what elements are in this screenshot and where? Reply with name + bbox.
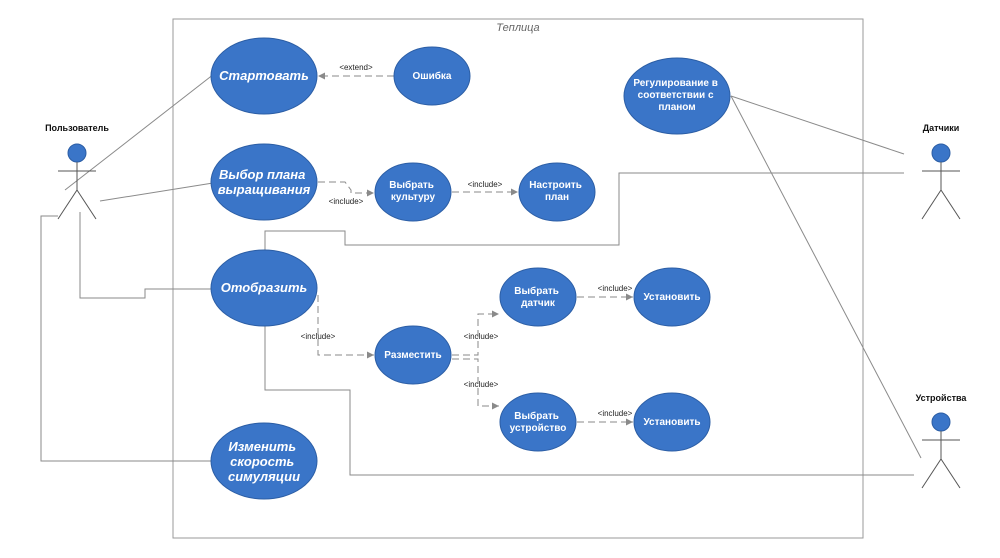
assoc-display-devices xyxy=(264,326,914,476)
assoc-user-choose-plan xyxy=(99,182,214,202)
label-include-display-place: <include> xyxy=(301,332,336,341)
use-case-choose-crop-label: Выбрать культуру xyxy=(389,179,436,203)
system-title: Теплица xyxy=(496,22,539,34)
use-case-start[interactable]: Стартовать xyxy=(210,37,318,115)
include-plan-crop xyxy=(318,181,374,197)
label-include-sensor-install: <include> xyxy=(598,284,633,293)
actor-sensors-label: Датчики xyxy=(923,123,960,133)
actor-user-label: Пользователь xyxy=(45,123,109,133)
use-case-choose-sensor[interactable]: Выбрать датчик xyxy=(499,267,577,327)
actor-sensors-head xyxy=(931,143,951,163)
assoc-user-change-speed xyxy=(40,215,211,462)
assoc-sensors-regulation xyxy=(730,95,905,155)
use-case-place-label: Разместить xyxy=(384,350,441,361)
use-case-choose-device[interactable]: Выбрать устройство xyxy=(499,392,577,452)
use-case-change-speed-label: Изменить скорость симуляции xyxy=(228,439,300,484)
actor-user-head xyxy=(67,143,87,163)
actor-devices[interactable]: Устройства xyxy=(916,393,968,489)
use-case-change-speed[interactable]: Изменить скорость симуляции xyxy=(210,422,318,500)
use-case-choose-plan-label: Выбор плана выращивания xyxy=(218,167,311,197)
use-case-install-device[interactable]: Установить xyxy=(633,392,711,452)
use-case-display[interactable]: Отобразить xyxy=(210,249,318,327)
system-boundary xyxy=(172,18,864,539)
use-case-configure-plan-label: Настроить план xyxy=(529,180,584,203)
use-case-install-device-label: Установить xyxy=(643,417,700,428)
include-display-place xyxy=(317,295,374,359)
use-case-start-label: Стартовать xyxy=(219,68,309,83)
actor-sensors[interactable]: Датчики xyxy=(921,123,961,220)
association-lines xyxy=(40,73,922,476)
actor-user[interactable]: Пользователь xyxy=(45,123,109,220)
assoc-devices-regulation xyxy=(730,95,922,459)
use-case-install-sensor[interactable]: Установить xyxy=(633,267,711,327)
relation-labels: <extend> <include> <include> <include> <… xyxy=(301,63,633,418)
label-include-device-install: <include> xyxy=(598,409,633,418)
use-case-regulation[interactable]: Регулирование в соответствии с планом xyxy=(623,57,731,135)
use-case-error[interactable]: Ошибка xyxy=(393,46,471,106)
label-extend: <extend> xyxy=(339,63,373,72)
use-case-choose-device-label: Выбрать устройство xyxy=(510,410,567,434)
assoc-user-display xyxy=(79,212,211,299)
actor-devices-label: Устройства xyxy=(916,393,968,403)
include-place-device xyxy=(452,358,499,410)
use-case-error-label: Ошибка xyxy=(412,70,451,82)
dependency-lines xyxy=(317,72,633,426)
label-include-place-device: <include> xyxy=(464,380,499,389)
actor-devices-head xyxy=(931,412,951,432)
use-case-display-label: Отобразить xyxy=(221,280,308,295)
use-case-configure-plan[interactable]: Настроить план xyxy=(518,162,596,222)
assoc-display-sensors xyxy=(264,172,904,250)
label-include-crop-configure: <include> xyxy=(468,180,503,189)
use-case-choose-crop[interactable]: Выбрать культуру xyxy=(374,162,452,222)
include-place-sensor xyxy=(452,310,499,356)
use-case-choose-sensor-label: Выбрать датчик xyxy=(514,285,561,309)
use-case-install-sensor-label: Установить xyxy=(643,292,700,303)
label-include-plan-crop: <include> xyxy=(329,197,364,206)
use-case-regulation-label: Регулирование в соответствии с планом xyxy=(633,78,720,113)
use-case-place[interactable]: Разместить xyxy=(374,325,452,385)
use-case-choose-plan[interactable]: Выбор плана выращивания xyxy=(210,143,318,221)
label-include-place-sensor: <include> xyxy=(464,332,499,341)
